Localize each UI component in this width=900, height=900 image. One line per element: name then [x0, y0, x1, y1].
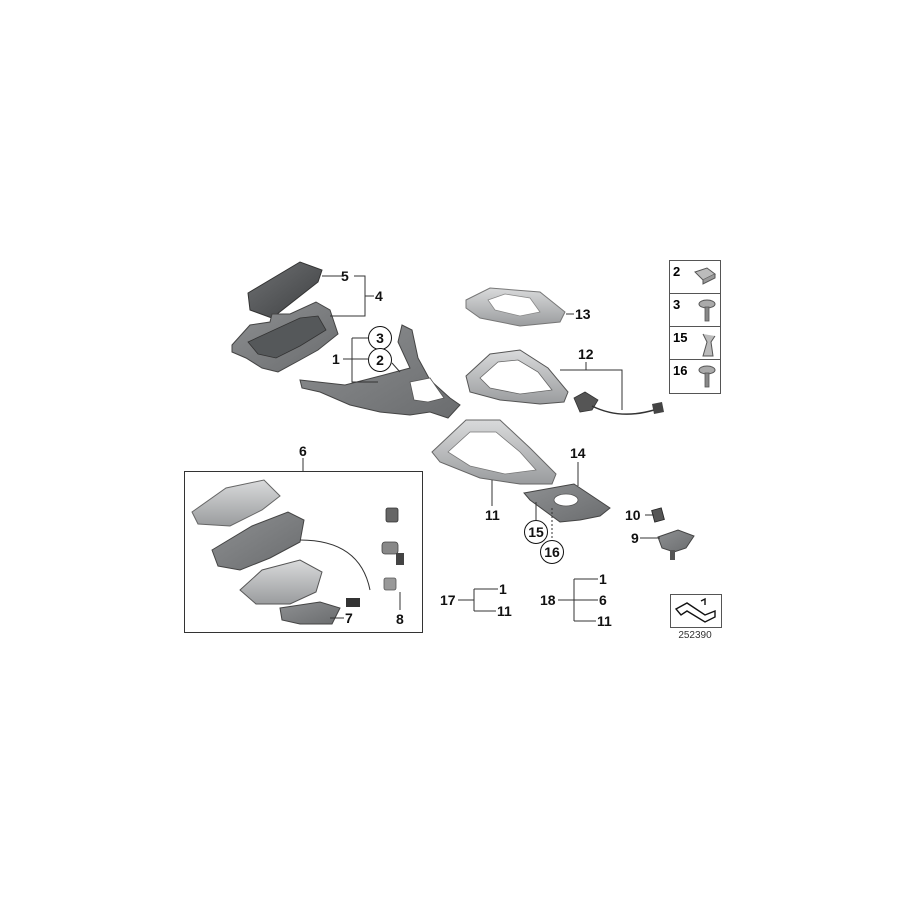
fastener-legend: 2 3 15 16: [669, 260, 721, 394]
callout-15-circled: 15: [524, 520, 548, 544]
part-13-shift-trim: [465, 287, 566, 327]
callout-6: 6: [299, 443, 307, 459]
legend-item-2: 2: [670, 261, 720, 294]
kit-17-label: 17: [440, 592, 456, 608]
kit-17-part-11: 11: [497, 603, 512, 619]
legend-item-3-number: 3: [673, 297, 681, 312]
part-1-console-trim: [299, 324, 461, 419]
direction-reference-box: [670, 594, 722, 628]
kit-17-part-1: 1: [499, 581, 507, 597]
leader-lines: [302, 275, 660, 622]
kit-18-part-11: 11: [597, 613, 612, 629]
callout-9: 9: [631, 530, 639, 546]
diagram-reference-number: 252390: [678, 630, 712, 641]
part-4-storage-tray: [231, 301, 339, 373]
callout-7: 7: [345, 610, 353, 626]
callout-10: 10: [625, 507, 641, 523]
screw-icon: [698, 365, 716, 388]
callout-5: 5: [341, 268, 349, 284]
part-10-socket-insert: [651, 507, 665, 523]
legend-item-15-number: 15: [673, 330, 688, 345]
callout-13: 13: [575, 306, 591, 322]
callout-1: 1: [332, 351, 340, 367]
kit-18-label: 18: [540, 592, 556, 608]
legend-item-16: 16: [670, 360, 720, 394]
callout-8: 8: [396, 611, 404, 627]
callout-16-circled: 16: [540, 540, 564, 564]
clip-nut-icon: [694, 267, 716, 285]
kit-18-part-6: 6: [599, 592, 607, 608]
legend-item-3: 3: [670, 294, 720, 327]
part-6-assembly: [191, 479, 371, 625]
legend-item-16-number: 16: [673, 363, 688, 378]
screw-icon: [698, 299, 716, 322]
callout-2-circled: 2: [368, 348, 392, 372]
part-14-cover-plate: [523, 483, 611, 523]
part-9-socket-funnel: [657, 529, 695, 560]
part-8-socket-parts: [381, 507, 404, 591]
part-5-storage-mat: [247, 261, 323, 319]
callout-11: 11: [485, 507, 500, 523]
legend-item-2-number: 2: [673, 264, 681, 279]
kit-18-part-1: 1: [599, 571, 607, 587]
spring-clip-icon: [702, 333, 716, 357]
assembly-6-frame: [184, 471, 423, 633]
callout-14: 14: [570, 445, 586, 461]
part-12-shift-trim-switch: [465, 349, 664, 415]
callout-3-circled: 3: [368, 326, 392, 350]
callout-4: 4: [375, 288, 383, 304]
callout-12: 12: [578, 346, 594, 362]
arrow-reference-icon: [674, 597, 716, 623]
legend-item-15: 15: [670, 327, 720, 360]
part-11-shift-trim: [431, 419, 557, 485]
